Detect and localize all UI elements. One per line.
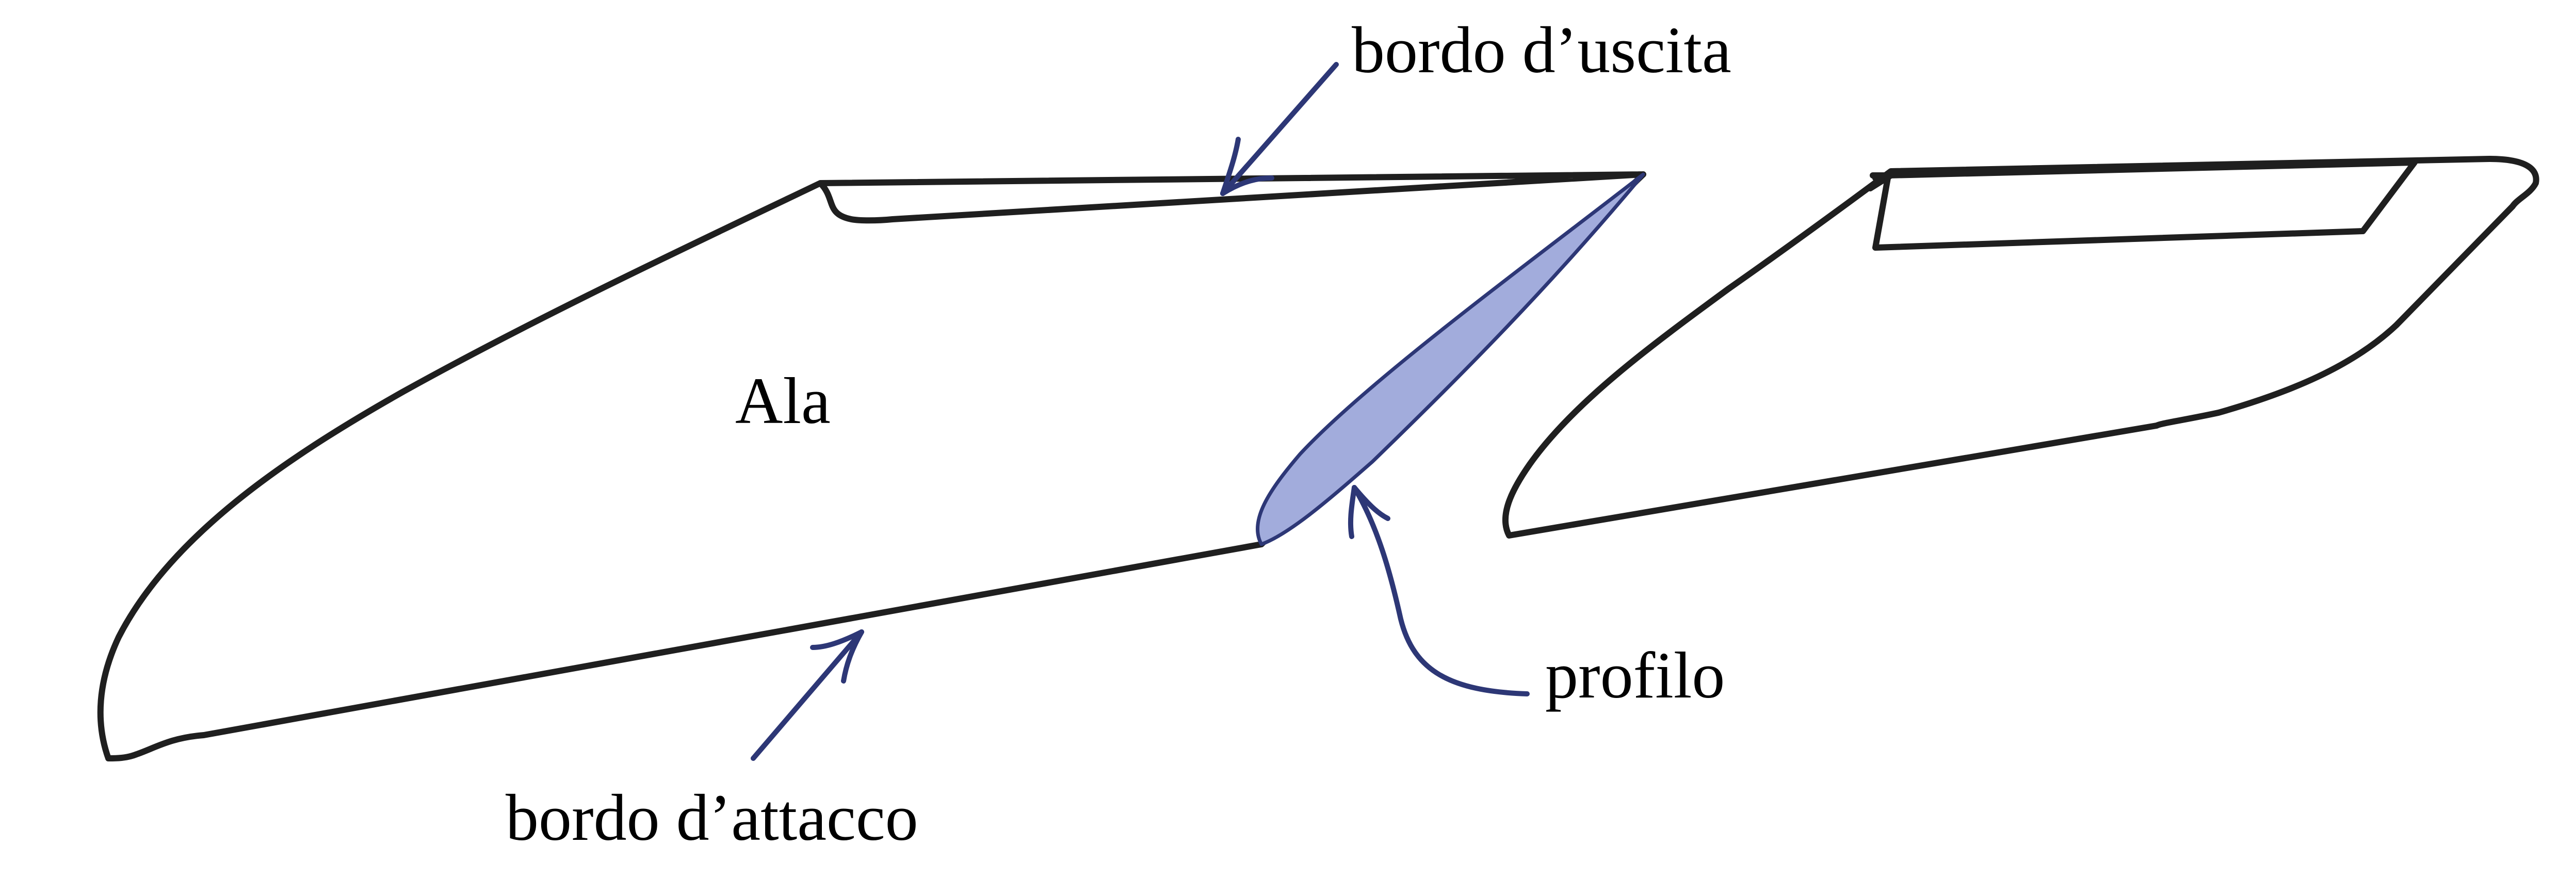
aileron-flap xyxy=(1872,172,1889,181)
airfoil-profile xyxy=(1255,172,1645,546)
wing-left-outline xyxy=(97,171,1646,761)
aileron-rectangle xyxy=(1872,159,2418,251)
wing-right-outline xyxy=(1502,156,2539,539)
airfoil-label: profilo xyxy=(1545,639,1725,712)
wing-left-section xyxy=(97,171,1646,761)
airfoil-arrow xyxy=(1348,485,1530,696)
leading-edge-label: bordo d’attacco xyxy=(506,781,918,854)
trailing-edge-arrow xyxy=(1220,62,1339,196)
trailing-edge-label: bordo d’uscita xyxy=(1352,13,1731,87)
wing-label: Ala xyxy=(735,364,831,437)
wing-right-section xyxy=(1502,156,2539,539)
leading-edge-arrow xyxy=(751,629,864,761)
